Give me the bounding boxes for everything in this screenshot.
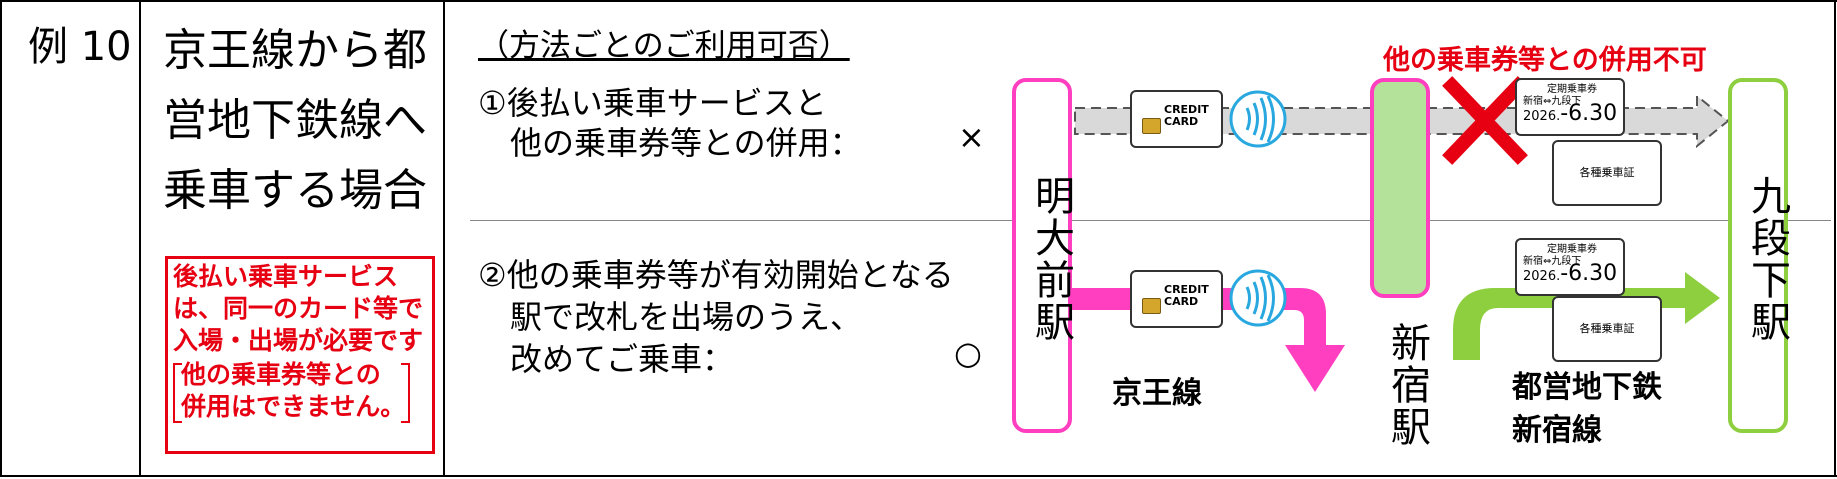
card-chip-icon: [1142, 118, 1161, 134]
notice-line-1: 後払い乗車サービス: [173, 262, 399, 291]
station-kudanshita: [1728, 78, 1788, 433]
notice-box: 後払い乗車サービス は、同一のカード等で 入場・出場が必要です 他の乗車券等との…: [165, 256, 435, 454]
row-divider: [470, 220, 1831, 221]
table-border-left: [0, 0, 2, 477]
table-border-bottom: [0, 475, 1837, 477]
warning-text: 他の乗車券等との併用不可: [1383, 45, 1707, 76]
card-chip-icon: [1142, 298, 1161, 314]
option2-line-1: ②他の乗車券等が有効開始となる: [478, 256, 954, 294]
option1-line-2: 他の乗車券等との併用：: [478, 124, 862, 162]
nfc-icon-2: [1229, 269, 1287, 327]
commuter-pass-bottom: 定期乗車券 新宿⇔九段下 2026.-6.30: [1515, 238, 1625, 296]
notice-line-2: は、同一のカード等で: [173, 294, 424, 323]
pass-year: 2026.: [1523, 269, 1561, 284]
column-divider-1: [139, 0, 141, 477]
station-shinjuku-label: 新宿駅: [1384, 322, 1430, 448]
notice-paren-line-1: 他の乗車券等との: [181, 360, 381, 389]
pass-route: 新宿⇔九段下: [1523, 96, 1582, 107]
case-title-line-2: 営地下鉄線へ: [163, 95, 427, 146]
column-divider-2: [443, 0, 445, 477]
notice-line-3: 入場・出場が必要です: [173, 326, 424, 355]
pass-date: 2026.-6.30: [1523, 263, 1623, 285]
pass-year: 2026.: [1523, 109, 1561, 124]
table-border-right: [1834, 0, 1836, 477]
case-title-line-1: 京王線から都: [163, 25, 427, 76]
option1-result: ×: [958, 118, 985, 156]
station-shinjuku-bar: [1370, 78, 1430, 298]
toei-line-label-2: 新宿線: [1512, 413, 1602, 448]
table-border-top: [0, 0, 1837, 2]
cert-card-top: 各種乗車証: [1552, 140, 1662, 206]
option2-result: ○: [954, 334, 982, 372]
keio-line-label: 京王線: [1112, 376, 1202, 411]
option2-line-3: 改めてご乗車：: [478, 340, 735, 378]
notice-paren: 他の乗車券等との 併用はできません。: [173, 359, 432, 423]
notice-paren-line-2: 併用はできません。: [181, 392, 406, 421]
option2-line-2: 駅で改札を出場のうえ、: [478, 298, 863, 336]
station-meidaimae-label: 明大前駅: [1028, 175, 1074, 343]
example-label: 例 10: [28, 24, 132, 70]
section-header: （方法ごとのご利用可否）: [478, 28, 850, 64]
case-title-line-3: 乗車する場合: [163, 165, 427, 216]
commuter-pass-top: 定期乗車券 新宿⇔九段下 2026.-6.30: [1515, 78, 1625, 136]
credit-card-label-line-2: CARD: [1164, 115, 1199, 128]
option1-line-1: ①後払い乗車サービスと: [478, 84, 827, 122]
cert-card-bottom: 各種乗車証: [1552, 296, 1662, 362]
pass-date-value: -6.30: [1560, 101, 1618, 126]
pass-date: 2026.-6.30: [1523, 103, 1623, 125]
pass-date-value: -6.30: [1560, 261, 1618, 286]
station-kudanshita-label: 九段下駅: [1744, 175, 1790, 343]
station-meidaimae: [1012, 78, 1072, 433]
credit-card-label-line-1: CREDIT: [1164, 103, 1209, 116]
nfc-icon-1: [1229, 90, 1287, 148]
pass-title: 定期乗車券: [1547, 244, 1597, 255]
toei-line-label-1: 都営地下鉄: [1512, 370, 1662, 405]
credit-card-label-line-1: CREDIT: [1164, 283, 1209, 296]
pass-route: 新宿⇔九段下: [1523, 256, 1582, 267]
credit-card-label-line-2: CARD: [1164, 295, 1199, 308]
pass-title: 定期乗車券: [1547, 84, 1597, 95]
